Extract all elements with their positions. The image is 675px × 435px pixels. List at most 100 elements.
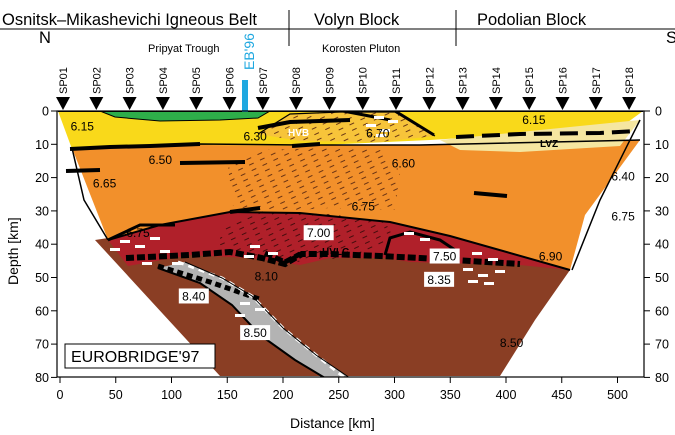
shotpoint-marker xyxy=(122,97,137,110)
shotpoint-label: SP18 xyxy=(624,67,636,94)
v-665: 6.65 xyxy=(93,176,117,190)
slab xyxy=(158,262,349,377)
x-tick-label: 200 xyxy=(273,388,294,402)
shotpoint-label: SP02 xyxy=(91,67,103,94)
v-670: 6.70 xyxy=(366,126,390,140)
x-tick-label: 450 xyxy=(551,388,572,402)
y-tick-label: 50 xyxy=(35,271,49,285)
shotpoint-label: SP06 xyxy=(225,67,237,94)
shotpoint-label: SP16 xyxy=(558,67,570,94)
belt-label: Osnitsk–Mikashevichi Igneous Belt xyxy=(2,11,257,29)
x-tick-label: 100 xyxy=(161,388,182,402)
shotpoint-label: SP15 xyxy=(524,67,536,94)
x-tick-label: 400 xyxy=(496,388,517,402)
y-tick-label: 60 xyxy=(35,304,49,318)
y-tick-label-right: 40 xyxy=(655,238,669,252)
shotpoint-label: SP09 xyxy=(324,67,336,94)
hvb-label: HVB xyxy=(288,128,309,139)
x-tick-label: 350 xyxy=(440,388,461,402)
v-810: 8.10 xyxy=(255,270,279,284)
y-tick-label-right: 30 xyxy=(655,204,669,218)
model xyxy=(58,111,643,377)
v-840: 8.40 xyxy=(182,289,206,303)
shotpoint-label: SP11 xyxy=(391,68,403,94)
x-tick-label: 500 xyxy=(607,388,628,402)
pripyat-label: Pripyat Trough xyxy=(148,43,220,55)
x-tick-label: 50 xyxy=(109,388,123,402)
shotpoint-label: SP01 xyxy=(58,67,70,94)
hvlc-label: HVLC xyxy=(322,247,349,258)
shotpoint-marker xyxy=(89,97,104,110)
y-tick-label-right: 50 xyxy=(655,271,669,285)
eb96-marker xyxy=(242,80,248,112)
v-630: 6.30 xyxy=(243,130,267,144)
korosten-label: Korosten Pluton xyxy=(322,43,400,55)
shotpoint-label: SP04 xyxy=(158,67,170,94)
v-835: 8.35 xyxy=(427,273,451,287)
v-835-box xyxy=(424,271,455,287)
y-tick-label: 10 xyxy=(35,138,49,152)
shotpoint-marker xyxy=(622,97,637,110)
v-615-right: 6.15 xyxy=(522,113,546,127)
x-tick-label: 300 xyxy=(384,388,405,402)
y-tick-label: 40 xyxy=(35,238,49,252)
shotpoint-marker xyxy=(322,97,337,110)
v-675-center: 6.75 xyxy=(352,200,376,214)
lvz-label: LVZ xyxy=(540,139,558,150)
v-850-left: 8.50 xyxy=(243,326,267,340)
shotpoint-marker xyxy=(555,97,570,110)
legend-label: EUROBRIDGE'97 xyxy=(71,349,200,366)
shotpoint-label: SP14 xyxy=(491,67,503,94)
shotpoint-marker xyxy=(222,97,237,110)
v-850-right: 8.50 xyxy=(500,336,524,350)
shotpoint-marker xyxy=(355,97,370,110)
y-tick-label: 70 xyxy=(35,338,49,352)
shotpoint-label: SP17 xyxy=(591,67,603,94)
shotpoint-marker xyxy=(488,97,503,110)
reflectivity-marks xyxy=(110,116,505,317)
shotpoint-label: SP03 xyxy=(125,67,137,94)
shotpoint-label: SP12 xyxy=(424,67,436,94)
y-tick-label-right: 80 xyxy=(655,371,669,385)
v-615-left: 6.15 xyxy=(71,120,95,134)
v-675-left: 6.75 xyxy=(126,226,150,240)
shotpoint-label: SP13 xyxy=(458,67,470,94)
south-label: S xyxy=(666,29,675,47)
v-650: 6.50 xyxy=(149,153,173,167)
shotpoint-label: SP10 xyxy=(358,67,370,94)
y-tick-label: 30 xyxy=(35,204,49,218)
eb96-label: EB'96 xyxy=(241,33,257,70)
shotpoint-marker xyxy=(155,97,170,110)
y-axis-title: Depth [km] xyxy=(5,217,21,285)
y-tick-label-right: 20 xyxy=(655,171,669,185)
shotpoint-label: SP07 xyxy=(258,67,270,94)
shotpoint-marker xyxy=(389,97,403,110)
y-tick-label-right: 0 xyxy=(655,105,662,119)
x-tick-label: 0 xyxy=(57,388,64,402)
shotpoint-marker xyxy=(422,97,437,110)
shotpoint-marker xyxy=(455,97,470,110)
y-tick-label-right: 10 xyxy=(655,138,669,152)
y-tick-label: 20 xyxy=(35,171,49,185)
x-axis-title: Distance [km] xyxy=(290,415,375,431)
shotpoint-marker xyxy=(289,97,304,110)
v-700-box xyxy=(303,225,334,241)
y-tick-label-right: 60 xyxy=(655,304,669,318)
x-tick-label: 250 xyxy=(328,388,349,402)
legend-box xyxy=(64,343,216,369)
y-tick-label-right: 70 xyxy=(655,338,669,352)
v-700: 7.00 xyxy=(307,226,331,240)
shotpoint-marker xyxy=(56,97,70,110)
y-tick-label: 80 xyxy=(35,371,49,385)
shotpoint-label: SP05 xyxy=(191,67,203,94)
v-850-left-box xyxy=(240,325,271,341)
v-640: 6.40 xyxy=(611,170,635,184)
north-label: N xyxy=(39,29,51,47)
sediment-basin xyxy=(99,111,271,122)
x-tick-label: 150 xyxy=(217,388,238,402)
shotpoint-marker xyxy=(588,97,603,110)
